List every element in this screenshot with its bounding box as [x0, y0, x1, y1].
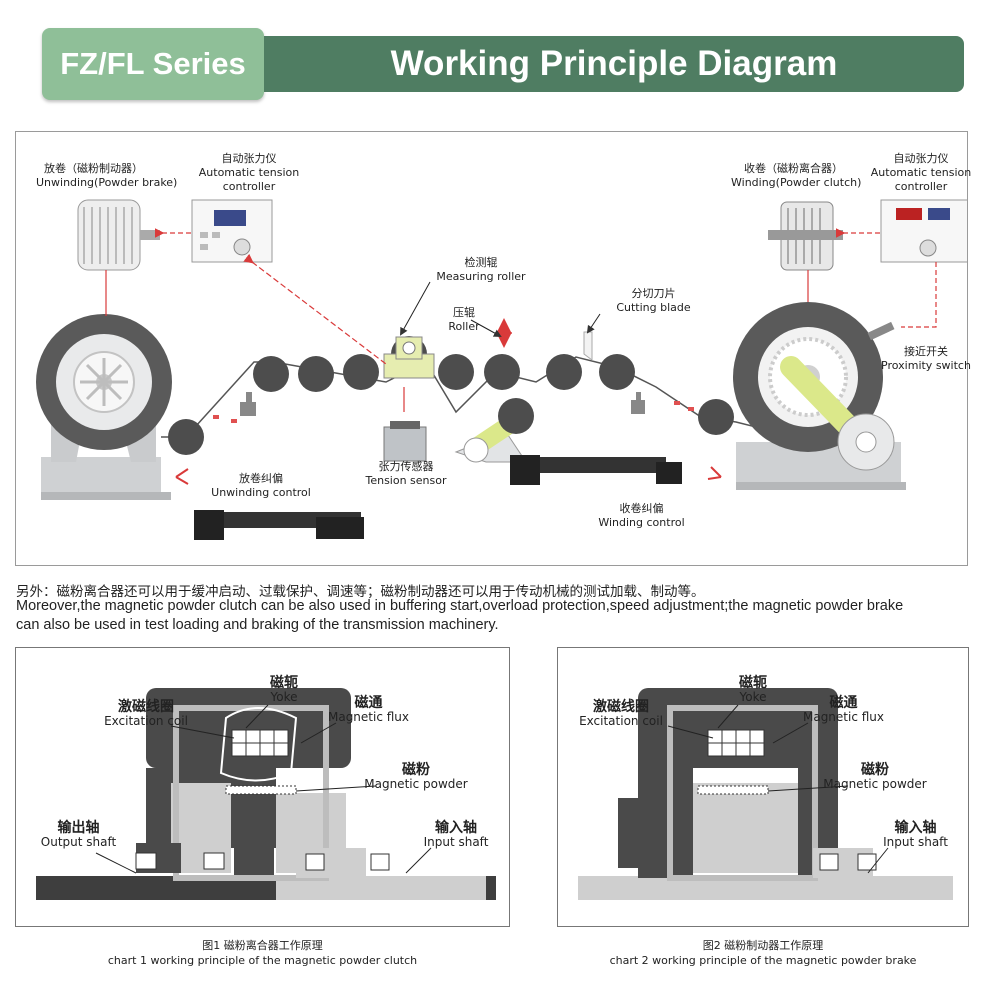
load-cell [383, 421, 427, 462]
tension-controller-right [880, 199, 970, 263]
series-badge: FZ/FL Series [42, 28, 264, 100]
clutch-cross-section [36, 688, 496, 900]
note-zh: 另外：磁粉离合器还可以用于缓冲启动、过载保护、调速等；磁粉制动器还可以用于传动机… [16, 584, 705, 599]
powder-clutch-device [768, 201, 843, 271]
brake-cross-section [578, 688, 953, 900]
cutting-blade-shape [583, 331, 593, 361]
press-roller-assembly [454, 318, 534, 463]
photo-sensor-left [240, 392, 256, 416]
red-markers [213, 401, 694, 423]
rollers [168, 336, 734, 455]
control-links [105, 228, 937, 485]
powder-brake-device [77, 199, 160, 271]
note-en-line2: can also be used in test loading and bra… [16, 617, 499, 633]
note-en-line1: Moreover,the magnetic powder clutch can … [16, 598, 904, 614]
photo-sensor-right [631, 392, 645, 414]
label-winding: 收卷（磁粉离合器）Winding(Powder clutch) [731, 162, 862, 189]
proximity-sensor [867, 321, 895, 341]
wind-actuator [510, 455, 682, 485]
label-unwinding: 放卷（磁粉制动器）Unwinding(Powder brake) [36, 162, 178, 189]
tension-controller-left [191, 199, 273, 263]
process-diagram [36, 199, 970, 540]
page-title: Working Principle Diagram [264, 36, 964, 92]
wind-stand [733, 302, 906, 490]
leader-lines [400, 281, 601, 337]
tension-bracket [383, 336, 435, 379]
unwind-stand [36, 314, 172, 500]
unwind-actuator [194, 510, 364, 540]
